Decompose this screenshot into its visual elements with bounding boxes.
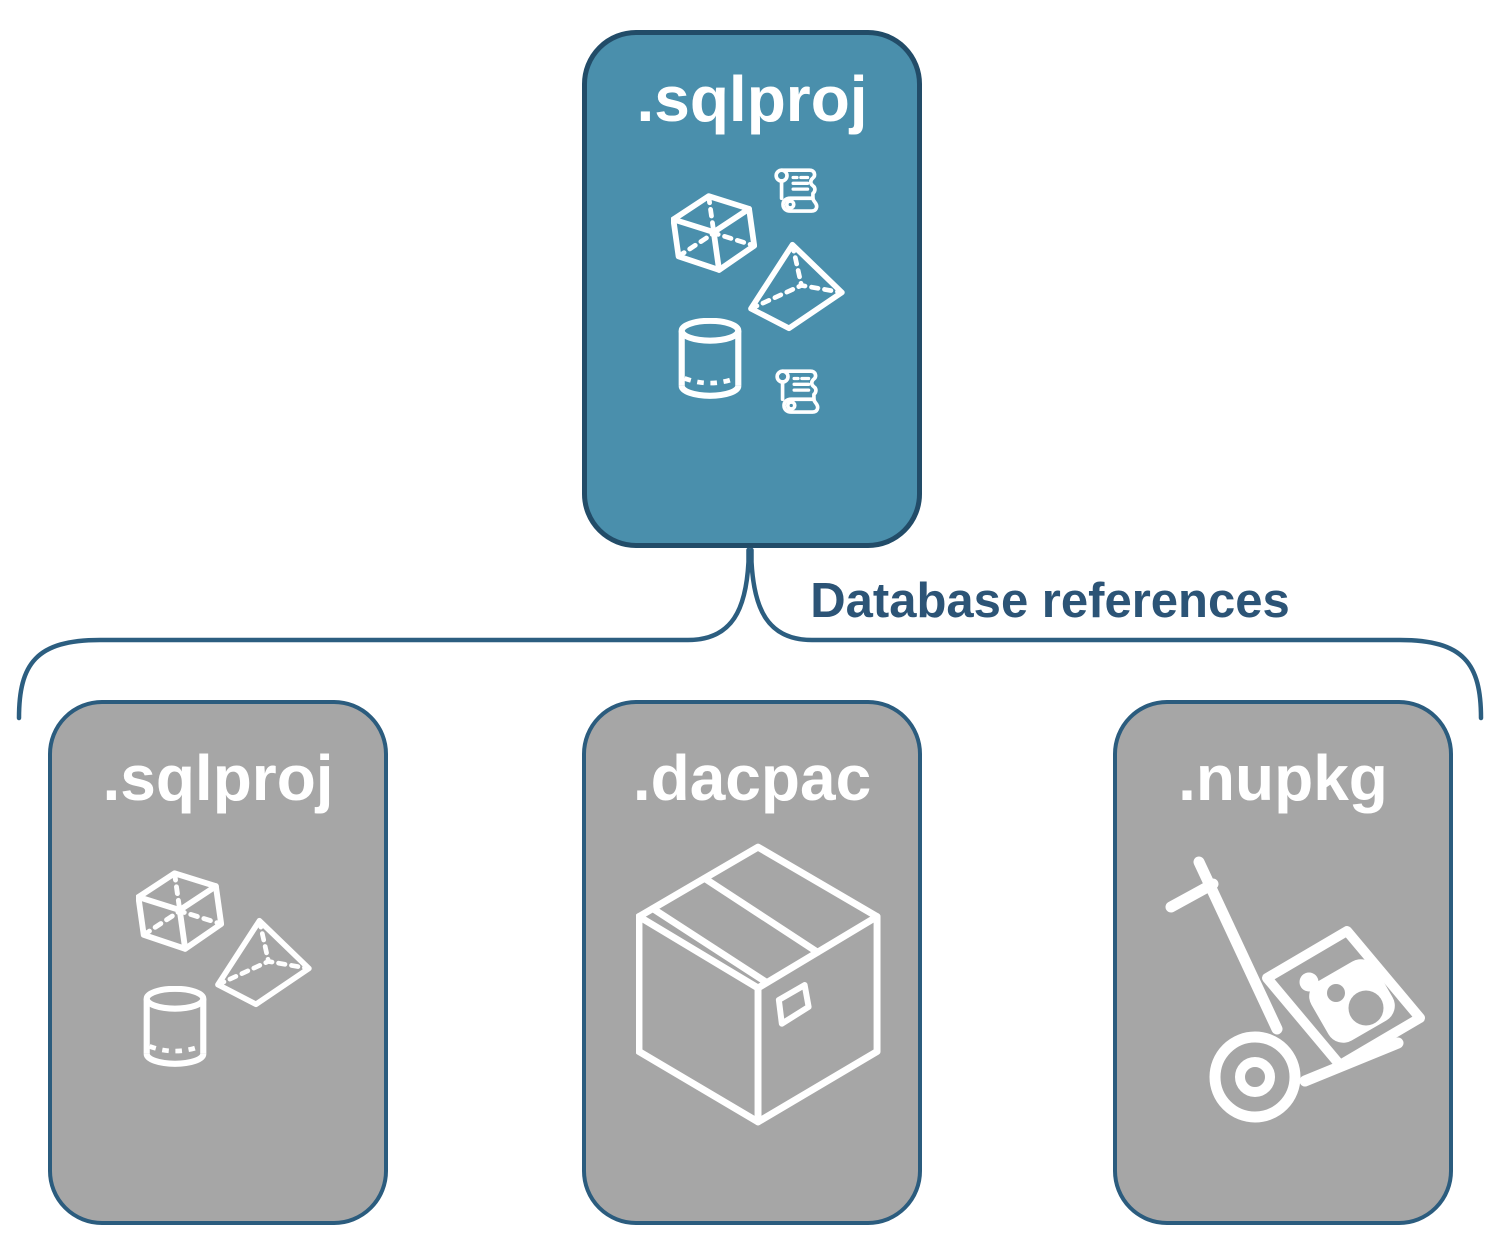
root-node-sqlproj: .sqlproj [582, 30, 922, 548]
child-node-label: .dacpac [632, 742, 872, 814]
script-scroll-icon [771, 366, 825, 425]
child-node-nupkg: .nupkg [1113, 700, 1453, 1225]
connector-label: Database references [810, 574, 1290, 628]
database-cylinder-icon [677, 317, 743, 406]
child-node-label: .sqlproj [102, 742, 334, 814]
nuget-hand-truck-icon [1165, 856, 1429, 1137]
package-box-icon [635, 843, 884, 1136]
cube-icon [135, 868, 225, 961]
cube-icon [670, 191, 758, 282]
child-node-sqlproj: .sqlproj [48, 700, 388, 1225]
root-node-label: .sqlproj [636, 63, 868, 135]
script-scroll-icon [770, 165, 824, 224]
pyramid-icon [743, 240, 847, 339]
child-node-label: .nupkg [1178, 742, 1388, 814]
child-node-dacpac: .dacpac [582, 700, 922, 1225]
pyramid-icon [210, 916, 314, 1015]
database-cylinder-icon [142, 985, 208, 1074]
